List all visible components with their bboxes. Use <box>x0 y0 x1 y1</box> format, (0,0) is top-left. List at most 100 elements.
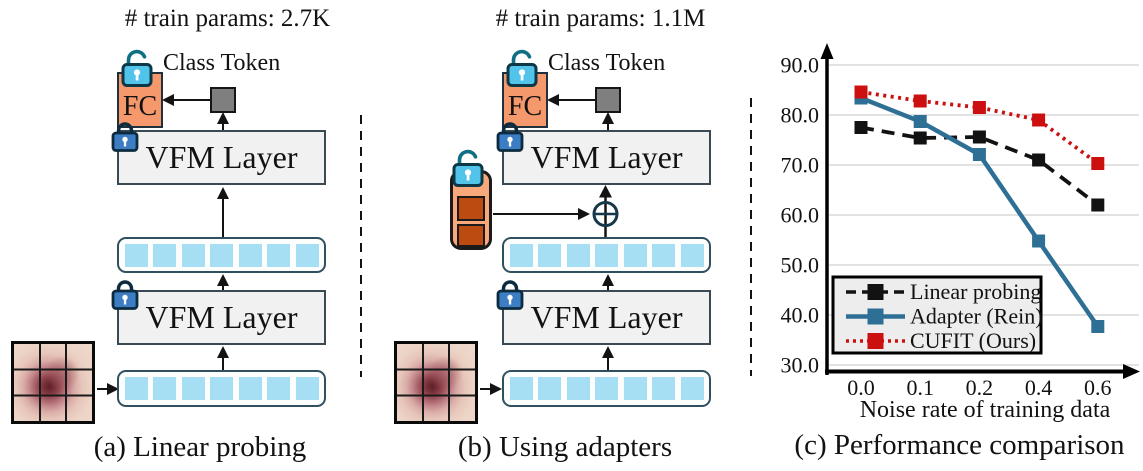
token-cell <box>595 243 618 267</box>
closed-lock-icon <box>496 119 524 153</box>
token-cell <box>267 377 290 400</box>
svg-text:0.2: 0.2 <box>966 375 994 400</box>
chart-x-axis-label: Noise rate of training data <box>859 397 1111 423</box>
vfm-layer-label: VFM Layer <box>145 139 298 175</box>
svg-text:0.6: 0.6 <box>1084 375 1112 400</box>
svg-text:60.0: 60.0 <box>781 203 820 228</box>
arrow-token-to-fc <box>547 94 559 106</box>
panel-divider <box>749 98 752 376</box>
token-cell <box>566 243 590 267</box>
svg-text:40.0: 40.0 <box>781 303 820 328</box>
open-lock-icon <box>451 147 485 188</box>
svg-text:0.1: 0.1 <box>906 375 934 400</box>
arrow-up <box>601 346 614 358</box>
token-cell <box>623 377 647 400</box>
svg-text:0.0: 0.0 <box>847 375 875 400</box>
token-cell <box>210 243 233 267</box>
token-row <box>502 237 711 273</box>
token-cell <box>595 377 618 400</box>
token-cell <box>652 377 675 400</box>
token-cell <box>295 243 319 267</box>
vfm-layer-label: VFM Layer <box>530 139 683 175</box>
arrow-line <box>493 212 578 216</box>
arrow-vfm-to-token <box>601 112 614 124</box>
token-cell <box>181 243 205 267</box>
patch-token-row <box>502 370 711 407</box>
vfm-layer-bottom-box: VFM Layer <box>117 290 326 345</box>
token-cell <box>124 377 148 400</box>
panel-a-caption: (a) Linear probing <box>93 431 307 463</box>
fc-label: FC <box>507 91 543 122</box>
vfm-layer-label: VFM Layer <box>145 299 298 335</box>
token-cell <box>238 243 262 267</box>
svg-text:0.4: 0.4 <box>1025 375 1053 400</box>
arrow-line <box>559 98 595 102</box>
svg-text:70.0: 70.0 <box>781 153 820 178</box>
arrow-line <box>606 357 610 370</box>
class-token-label: Class Token <box>548 50 666 76</box>
arrow-token-to-fc <box>162 94 174 106</box>
token-cell <box>153 377 176 400</box>
arrow-line <box>221 285 225 290</box>
token-cell <box>153 243 176 267</box>
svg-text:Adapter (Rein): Adapter (Rein) <box>910 304 1043 329</box>
arrow-adapter-to-sum <box>578 207 590 220</box>
svg-text:80.0: 80.0 <box>781 103 820 128</box>
arrow-up <box>216 346 229 358</box>
vfm-layer-bottom-box: VFM Layer <box>502 290 711 345</box>
arrow-image-to-tokens <box>490 382 502 395</box>
arrow-line <box>174 98 210 102</box>
sum-junction-icon <box>592 185 619 237</box>
class-token-square <box>595 87 621 113</box>
token-cell <box>538 243 561 267</box>
panel-b-title: # train params: 1.1M <box>495 5 706 32</box>
svg-text:CUFIT (Ours): CUFIT (Ours) <box>910 328 1036 353</box>
panel-b-caption: (b) Using adapters <box>457 431 673 463</box>
vfm-layer-label: VFM Layer <box>530 299 683 335</box>
token-cell <box>509 243 533 267</box>
adapter-cell <box>457 224 485 247</box>
fc-label: FC <box>122 91 158 122</box>
panel-a-title: # train params: 2.7K <box>124 5 331 32</box>
token-cell <box>566 377 590 400</box>
panel-c-caption: (c) Performance comparison <box>794 429 1125 461</box>
input-skin-image <box>11 341 95 424</box>
adapter-cell <box>457 196 485 221</box>
token-cell <box>680 243 704 267</box>
token-cell <box>652 243 675 267</box>
token-cell <box>124 243 148 267</box>
arrow-line <box>97 387 107 391</box>
arrow-up <box>216 187 229 199</box>
svg-text:Linear probing: Linear probing <box>910 279 1041 304</box>
svg-text:30.0: 30.0 <box>781 353 820 378</box>
patch-token-row <box>117 370 326 407</box>
svg-text:50.0: 50.0 <box>781 253 820 278</box>
arrow-line <box>480 387 490 391</box>
token-cell <box>538 377 561 400</box>
arrow-up <box>216 274 229 286</box>
arrow-line <box>221 198 225 237</box>
class-token-square <box>210 87 236 113</box>
vfm-layer-top-box: VFM Layer <box>117 130 326 185</box>
token-cell <box>509 377 533 400</box>
closed-lock-icon <box>111 119 139 153</box>
arrow-image-to-tokens <box>107 382 119 395</box>
class-token-label: Class Token <box>163 50 281 76</box>
arrow-up <box>601 274 614 286</box>
arrow-line <box>221 124 225 130</box>
token-cell <box>623 243 647 267</box>
closed-lock-icon <box>496 277 524 311</box>
vfm-layer-top-box: VFM Layer <box>502 130 711 185</box>
arrow-line <box>606 124 610 130</box>
token-row <box>117 237 326 273</box>
token-cell <box>267 243 290 267</box>
closed-lock-icon <box>111 277 139 311</box>
panel-divider <box>359 115 362 377</box>
open-lock-icon <box>505 47 539 88</box>
token-cell <box>680 377 704 400</box>
token-cell <box>238 377 262 400</box>
token-cell <box>295 377 319 400</box>
input-skin-image <box>394 341 478 424</box>
open-lock-icon <box>120 47 154 88</box>
